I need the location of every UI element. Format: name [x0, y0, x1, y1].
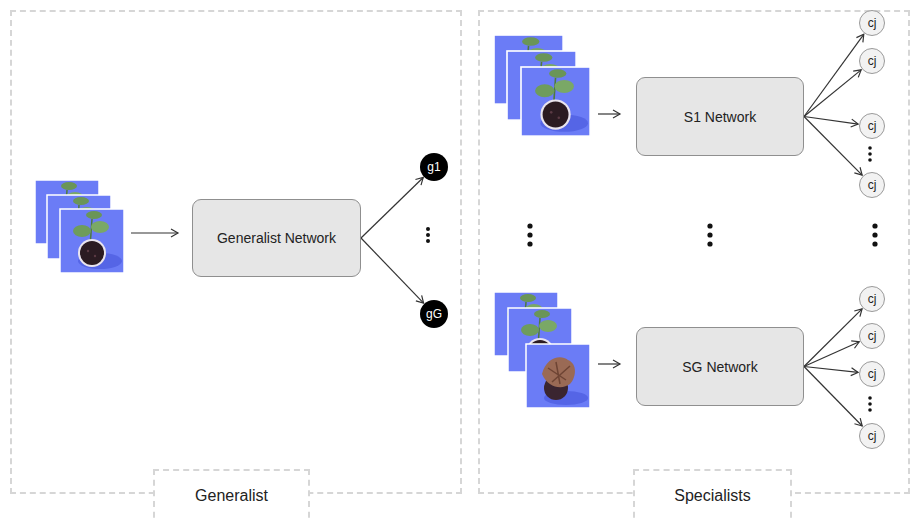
panel-region: SpecialistsS1 NetworkcjcjcjcjSG Networkc…	[478, 10, 910, 494]
connector-arrow	[804, 342, 859, 367]
connector-arrow	[804, 70, 861, 117]
panel-tab: Specialists	[633, 469, 792, 522]
class-output: cj	[859, 286, 885, 312]
output-label: cj	[868, 119, 877, 133]
generalist-output: g1	[420, 153, 448, 181]
panel-title: Generalist	[155, 487, 308, 505]
class-output: cj	[859, 423, 885, 449]
output-label: cj	[868, 367, 877, 381]
class-output: cj	[859, 323, 885, 349]
class-output: cj	[859, 48, 885, 74]
output-label: cj	[868, 329, 877, 343]
output-label: gG	[426, 307, 442, 321]
connector-arrow	[804, 34, 864, 116]
panel-title: Specialists	[635, 487, 790, 505]
output-label: cj	[868, 429, 877, 443]
network-box: Generalist Network	[192, 199, 361, 277]
class-output: cj	[859, 10, 885, 36]
panel-region: GeneralistGeneralist Networkg1gG	[10, 10, 462, 494]
network-box: S1 Network	[636, 77, 804, 156]
output-label: cj	[868, 16, 877, 30]
connector-arrow	[804, 309, 862, 367]
generalist-output: gG	[420, 300, 448, 328]
class-output: cj	[859, 113, 885, 139]
network-label: S1 Network	[684, 109, 756, 125]
output-label: cj	[868, 54, 877, 68]
connector-arrow	[804, 367, 862, 426]
network-label: SG Network	[682, 359, 757, 375]
network-label: Generalist Network	[217, 230, 336, 246]
connector-arrow	[804, 367, 858, 373]
connector-arrow	[361, 177, 423, 238]
output-label: g1	[427, 160, 440, 174]
class-output: cj	[859, 172, 885, 198]
connector-arrow	[804, 117, 858, 125]
output-label: cj	[868, 178, 877, 192]
class-output: cj	[859, 361, 885, 387]
connector-arrow	[804, 117, 862, 176]
output-label: cj	[868, 292, 877, 306]
network-box: SG Network	[636, 327, 804, 406]
connector-arrow	[361, 238, 424, 303]
panel-tab: Generalist	[153, 469, 310, 522]
